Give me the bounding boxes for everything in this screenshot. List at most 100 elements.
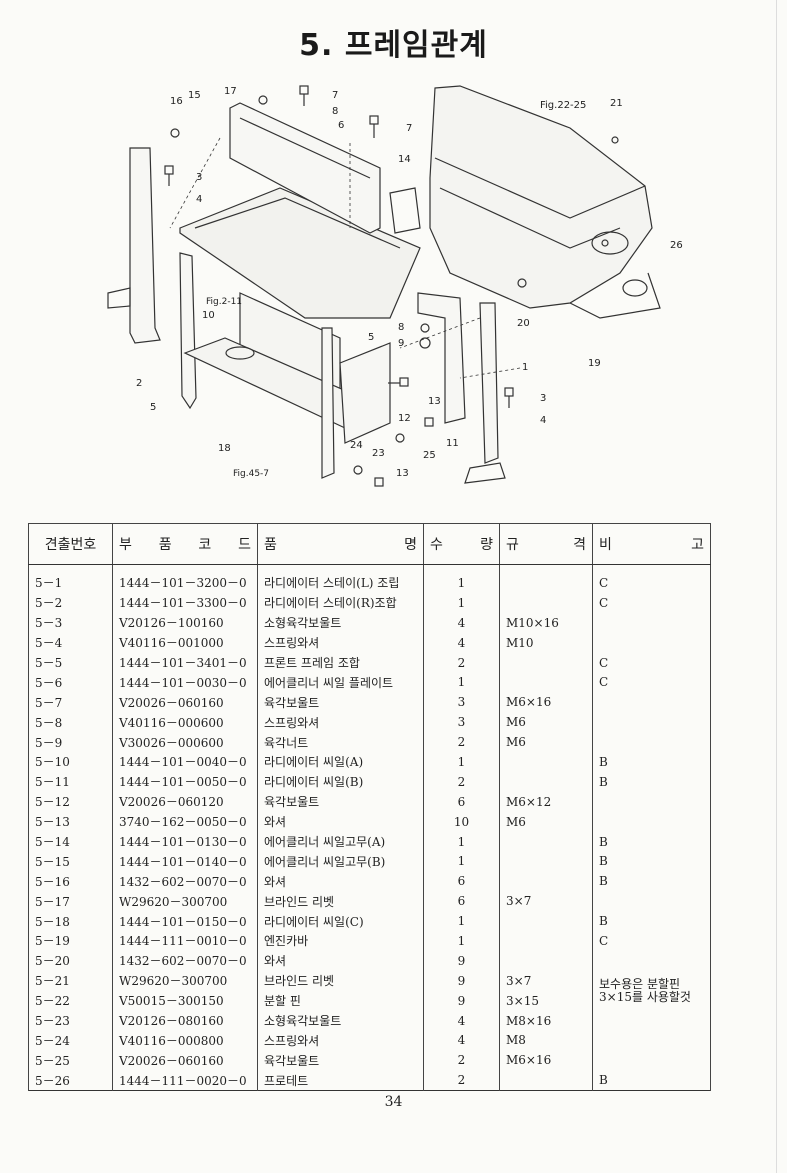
svg-text:19: 19 [588,358,601,369]
cell-item-no: 5－26 [28,1070,113,1091]
cell-remark: C [592,931,711,951]
cell-remark [592,950,711,971]
cell-part-code: V20026－060160 [112,692,258,713]
cell-quantity: 1 [423,752,500,772]
cell-part-name: 육각보울트 [257,791,424,812]
svg-text:Fig.22-25: Fig.22-25 [540,100,586,111]
cell-quantity: 2 [423,732,500,753]
cell-remark [592,612,711,633]
cell-item-no: 5－10 [28,752,113,772]
cell-item-no: 5－21 [28,970,113,991]
header-item-no: 견출번호 [28,523,113,565]
cell-item-no: 5－4 [28,632,113,653]
cell-spec: M6 [499,811,593,832]
cell-remark [592,1010,711,1031]
cell-quantity: 1 [423,672,500,693]
cell-spec: M6 [499,732,593,753]
cell-part-code: W29620－300700 [112,891,258,912]
cell-spec [499,871,593,892]
cell-part-name: 에어클리너 씨일고무(B) [257,851,424,872]
cell-remark [592,791,711,812]
svg-text:23: 23 [372,448,385,459]
exploded-parts-diagram: 16 15 17 7 8 6 7 14 3 4 Fig.22-25 21 26 … [100,78,700,503]
cell-quantity: 1 [423,851,500,872]
svg-text:7: 7 [332,90,338,101]
cell-part-name: 라디에이터 스테이(L) 조립 [257,564,424,593]
cell-quantity: 10 [423,811,500,832]
svg-text:9: 9 [398,338,404,349]
cell-part-code: 3740－162－0050－0 [112,811,258,832]
cell-remark [592,811,711,832]
svg-text:7: 7 [406,123,412,134]
cell-part-name: 와셔 [257,950,424,971]
cell-quantity: 3 [423,692,500,713]
cell-part-code: 1444－101－0130－0 [112,831,258,852]
cell-item-no: 5－9 [28,732,113,753]
cell-part-name: 육각너트 [257,732,424,753]
cell-spec [499,771,593,792]
cell-part-code: 1444－101－0140－0 [112,851,258,872]
cell-quantity: 4 [423,612,500,633]
cell-part-name: 분할 핀 [257,990,424,1011]
cell-spec [499,831,593,852]
svg-text:15: 15 [188,90,201,101]
svg-text:4: 4 [196,194,202,205]
cell-remark [592,712,711,733]
svg-text:14: 14 [398,154,411,165]
svg-text:16: 16 [170,96,183,107]
cell-part-code: 1444－101－0150－0 [112,911,258,932]
cell-part-name: 라디에이터 씨일(C) [257,911,424,932]
cell-quantity: 1 [423,592,500,613]
svg-text:Fig.2-11: Fig.2-11 [206,297,242,307]
cell-remark [592,632,711,653]
cell-part-code: 1444－111－0010－0 [112,931,258,951]
cell-remark: C [592,564,711,593]
cell-spec: M6×16 [499,692,593,713]
cell-part-code: 1444－101－3401－0 [112,652,258,673]
cell-part-name: 소형육각보울트 [257,1010,424,1031]
cell-remark: B [592,851,711,872]
cell-part-code: 1444－101－0050－0 [112,771,258,792]
svg-text:26: 26 [670,240,683,251]
cell-spec [499,931,593,951]
cell-spec [499,592,593,613]
cell-spec: M6×16 [499,1050,593,1071]
cell-item-no: 5－15 [28,851,113,872]
cell-part-name: 프론트 프레임 조합 [257,652,424,673]
cell-quantity: 1 [423,911,500,932]
scan-edge-line [776,0,777,1173]
cell-item-no: 5－11 [28,771,113,792]
cell-part-code: V30026－000600 [112,732,258,753]
cell-remark: C [592,652,711,673]
svg-text:8: 8 [398,322,404,333]
cell-item-no: 5－5 [28,652,113,673]
cell-item-no: 5－14 [28,831,113,852]
cell-part-code: W29620－300700 [112,970,258,991]
cell-part-code: V40116－001000 [112,632,258,653]
cell-item-no: 5－18 [28,911,113,932]
cell-quantity: 2 [423,652,500,673]
cell-remark [592,692,711,713]
cell-part-name: 프로테트 [257,1070,424,1091]
svg-text:4: 4 [540,415,546,426]
cell-item-no: 5－22 [28,990,113,1011]
